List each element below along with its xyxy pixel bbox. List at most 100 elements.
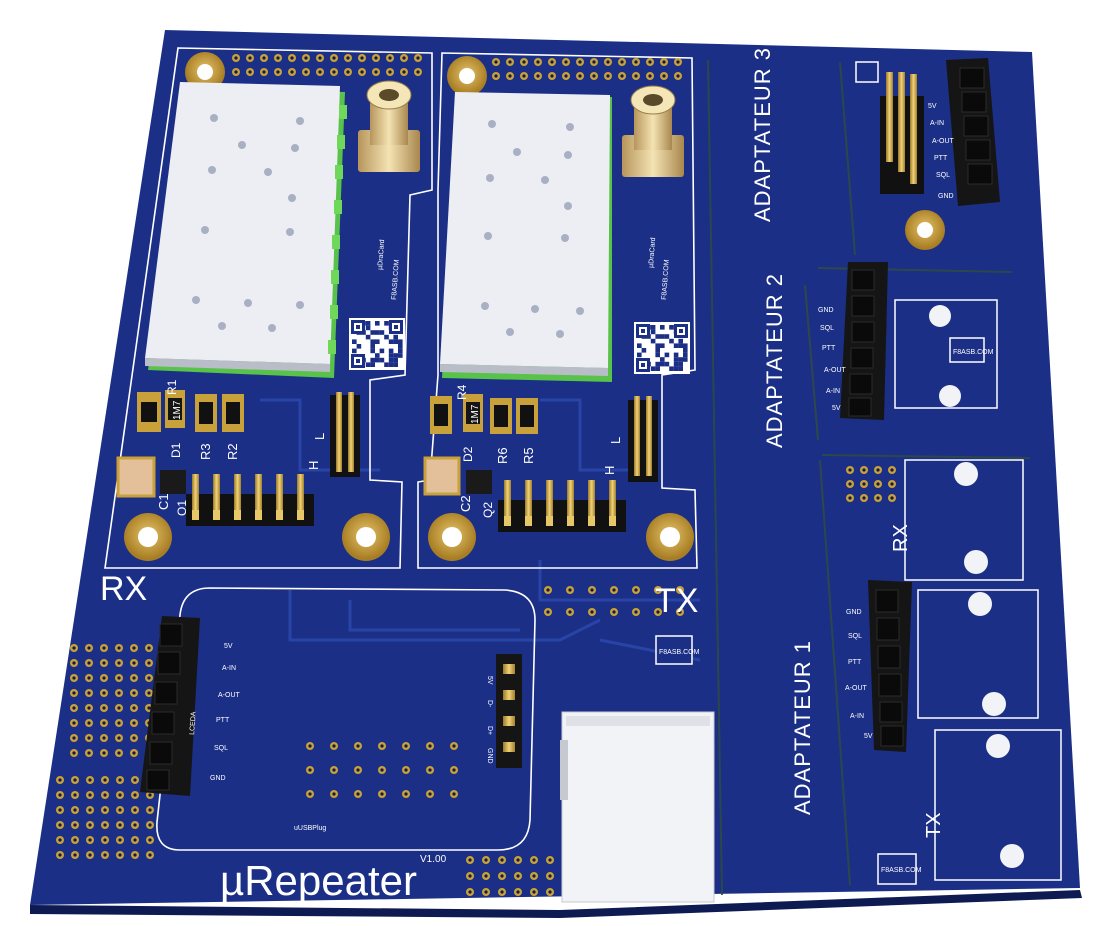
tx-qr-code	[634, 322, 690, 374]
via	[498, 872, 506, 880]
via	[130, 659, 138, 667]
via	[450, 790, 458, 798]
via	[676, 608, 684, 616]
via	[514, 856, 522, 864]
via	[85, 644, 93, 652]
tx-area-outline	[417, 52, 698, 569]
usbplug-pin-5v: 5V	[224, 643, 233, 650]
via	[115, 704, 123, 712]
via	[426, 742, 434, 750]
header-pin	[504, 480, 511, 526]
via	[492, 72, 500, 80]
via	[498, 888, 506, 896]
via	[654, 608, 662, 616]
via	[330, 54, 338, 62]
via	[306, 790, 314, 798]
a2-pin-aout: A-OUT	[824, 367, 847, 374]
via	[632, 72, 640, 80]
via	[466, 888, 474, 896]
svg-text:F8ASB.COM: F8ASB.COM	[881, 867, 922, 874]
adapter1-female-header	[868, 580, 912, 752]
usb-a-connector	[560, 711, 715, 903]
via	[414, 68, 422, 76]
via	[548, 58, 556, 66]
via	[386, 68, 394, 76]
via	[498, 856, 506, 864]
tx-r5-label: R5	[521, 447, 536, 464]
board-version: V1.00	[420, 854, 447, 865]
via	[101, 806, 109, 814]
via	[100, 749, 108, 757]
via	[492, 58, 500, 66]
tx-jumper-l: L	[608, 437, 623, 444]
via	[56, 776, 64, 784]
via	[288, 68, 296, 76]
header-pin	[546, 480, 553, 526]
via	[534, 58, 542, 66]
via	[115, 659, 123, 667]
via	[145, 659, 153, 667]
via	[85, 734, 93, 742]
via	[450, 766, 458, 774]
via	[70, 719, 78, 727]
tx-radio-module	[440, 92, 612, 382]
a3-pin-sql: SQL	[936, 172, 950, 179]
via	[506, 72, 514, 80]
via	[610, 586, 618, 594]
adapter-rx-label: RX	[890, 524, 912, 552]
adapter-rx-socket	[904, 459, 1024, 581]
f8asb-chip-a2: F8ASB.COM	[949, 337, 994, 363]
a3-pin-5v: 5V	[928, 103, 937, 110]
via	[386, 54, 394, 62]
via	[874, 466, 882, 474]
rx-module-name: µDraCard	[377, 239, 386, 270]
via	[56, 836, 64, 844]
header-pin	[234, 474, 241, 520]
via	[632, 58, 640, 66]
via	[414, 54, 422, 62]
via	[246, 68, 254, 76]
via	[378, 742, 386, 750]
header-pin	[213, 474, 220, 520]
via	[232, 68, 240, 76]
via	[860, 480, 868, 488]
tx-module-site: F8ASB.COM	[661, 259, 671, 300]
via	[482, 872, 490, 880]
via	[71, 806, 79, 814]
via	[130, 644, 138, 652]
via	[400, 68, 408, 76]
header-pin	[255, 474, 262, 520]
via	[71, 791, 79, 799]
via	[546, 872, 554, 880]
via	[466, 872, 474, 880]
via	[466, 856, 474, 864]
tx-q2-label: Q2	[481, 502, 495, 518]
rx-smd-components	[116, 390, 244, 498]
a2-pin-ptt: PTT	[822, 345, 836, 352]
via	[85, 689, 93, 697]
via	[506, 58, 514, 66]
via	[130, 734, 138, 742]
via	[874, 494, 882, 502]
via	[330, 68, 338, 76]
via	[86, 836, 94, 844]
adapter-tx-socket	[934, 729, 1062, 881]
via	[888, 466, 896, 474]
usbplug-pin-ain: A-IN	[222, 665, 236, 672]
a1-pin-ain: A-IN	[850, 713, 864, 720]
mounting-holes	[124, 52, 945, 561]
via	[378, 766, 386, 774]
via	[400, 54, 408, 62]
via	[115, 689, 123, 697]
via	[610, 608, 618, 616]
via	[56, 821, 64, 829]
a2-pin-ain: A-IN	[826, 388, 840, 395]
via	[131, 791, 139, 799]
rx-module-site: F8ASB.COM	[391, 259, 401, 300]
a3-pin-ptt: PTT	[934, 155, 948, 162]
via	[604, 72, 612, 80]
via	[71, 821, 79, 829]
via	[344, 54, 352, 62]
f8asb-chip-main: F8ASB.COM	[655, 635, 700, 665]
usbplug-name: uUSBPlug	[294, 825, 326, 832]
